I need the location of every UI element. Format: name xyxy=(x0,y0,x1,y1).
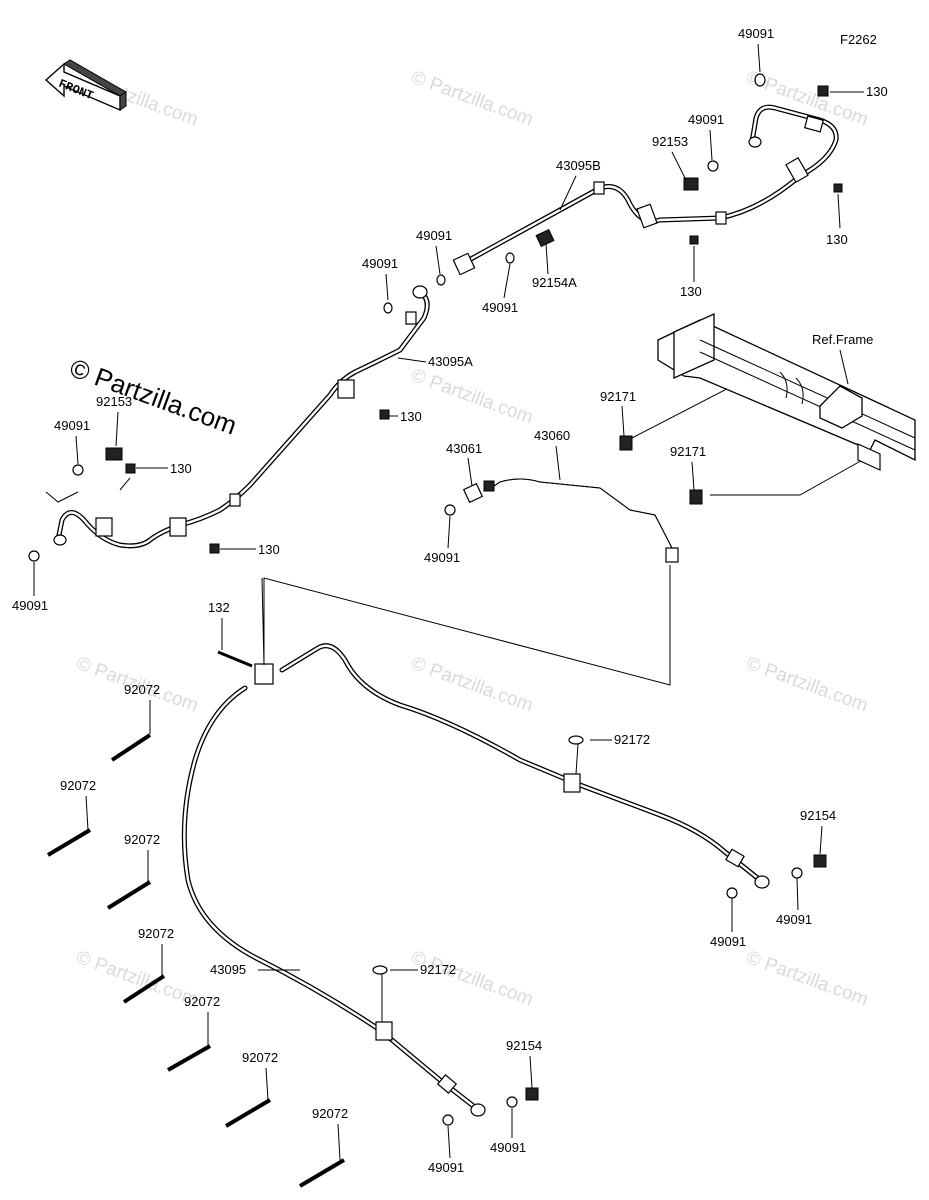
label-49091: 49091 xyxy=(416,228,452,243)
watermark-tile: © Partzilla.com xyxy=(73,947,200,1011)
label-49091: 49091 xyxy=(428,1160,464,1175)
cable-ties-92072 xyxy=(46,733,346,1188)
label-92072: 92072 xyxy=(60,778,96,793)
label-49091: 49091 xyxy=(490,1140,526,1155)
watermark-tile: © Partzilla.com xyxy=(743,947,870,1011)
part-labels: 49091 130 49091 92153 130 43095B 130 490… xyxy=(12,26,888,1175)
watermark-tile: © Partzilla.com xyxy=(408,67,535,131)
label-49091: 49091 xyxy=(710,934,746,949)
pipe-43060 xyxy=(462,478,679,563)
front-arrow-icon: FRONT xyxy=(44,59,127,112)
label-49091: 49091 xyxy=(776,912,812,927)
label-132: 132 xyxy=(208,600,230,615)
label-43095: 43095 xyxy=(210,962,246,977)
frame-reference xyxy=(657,312,916,471)
label-43095a: 43095A xyxy=(428,354,473,369)
watermark-tile: © Partzilla.com xyxy=(743,653,870,717)
label-130: 130 xyxy=(400,409,422,424)
frame-ref-label: Ref.Frame xyxy=(812,332,873,347)
label-49091: 49091 xyxy=(424,550,460,565)
label-92172: 92172 xyxy=(420,962,456,977)
hose-43095b xyxy=(452,104,839,276)
label-92153: 92153 xyxy=(652,134,688,149)
label-43060: 43060 xyxy=(534,428,570,443)
label-92154a: 92154A xyxy=(532,275,577,290)
watermark-tile: © Partzilla.com xyxy=(408,653,535,717)
label-92072: 92072 xyxy=(242,1050,278,1065)
hose-43095a xyxy=(53,285,430,549)
label-92072: 92072 xyxy=(138,926,174,941)
label-49091: 49091 xyxy=(12,598,48,613)
label-43095b: 43095B xyxy=(556,158,601,173)
label-130: 130 xyxy=(680,284,702,299)
hose-43095 xyxy=(181,643,770,1117)
hardware-parts xyxy=(28,73,843,1126)
label-leaders xyxy=(33,43,864,1161)
label-92171: 92171 xyxy=(670,444,706,459)
label-49091: 49091 xyxy=(738,26,774,41)
label-49091: 49091 xyxy=(482,300,518,315)
label-43061: 43061 xyxy=(446,441,482,456)
label-92072: 92072 xyxy=(124,682,160,697)
label-92072: 92072 xyxy=(312,1106,348,1121)
label-130: 130 xyxy=(826,232,848,247)
label-92072: 92072 xyxy=(184,994,220,1009)
watermark-tile: © Partzilla.com xyxy=(408,365,535,429)
label-49091: 49091 xyxy=(54,418,90,433)
label-130: 130 xyxy=(258,542,280,557)
watermark-main: © Partzilla.com xyxy=(66,352,241,440)
watermark-tile: © Partzilla.com xyxy=(408,947,535,1011)
label-92072: 92072 xyxy=(124,832,160,847)
label-92171: 92171 xyxy=(600,389,636,404)
label-130: 130 xyxy=(170,461,192,476)
label-92154: 92154 xyxy=(506,1038,542,1053)
label-92153: 92153 xyxy=(96,394,132,409)
label-92154: 92154 xyxy=(800,808,836,823)
label-49091: 49091 xyxy=(362,256,398,271)
label-49091: 49091 xyxy=(688,112,724,127)
label-92172: 92172 xyxy=(614,732,650,747)
label-130: 130 xyxy=(866,84,888,99)
figure-code: F2262 xyxy=(840,32,877,47)
